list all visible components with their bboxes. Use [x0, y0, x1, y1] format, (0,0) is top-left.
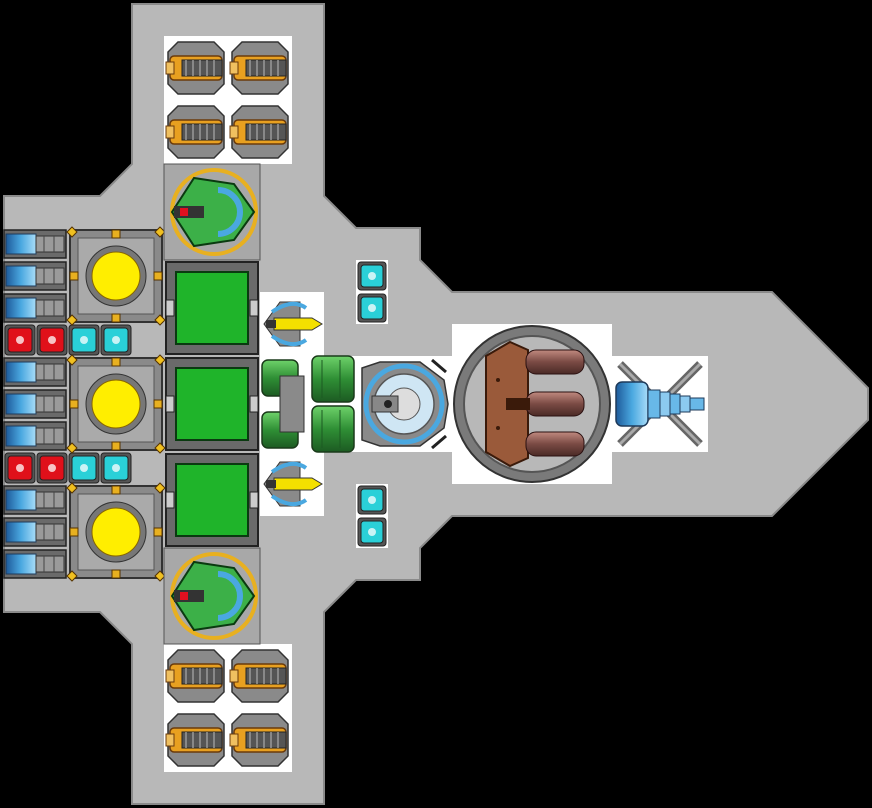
thruster-icon[interactable] [229, 41, 289, 95]
thruster-icon[interactable] [229, 713, 289, 767]
red-cell-icon[interactable] [36, 324, 68, 356]
capacitor-icon[interactable] [3, 389, 67, 419]
capacitor-icon[interactable] [3, 261, 67, 291]
shield-generator-icon[interactable] [163, 163, 261, 261]
cyan-cell-icon[interactable] [356, 516, 388, 548]
capacitor-icon[interactable] [3, 293, 67, 323]
cyan-cell-icon[interactable] [356, 260, 388, 292]
engine-module[interactable] [260, 355, 356, 453]
capacitor-icon[interactable] [3, 229, 67, 259]
cyan-cell-icon[interactable] [356, 484, 388, 516]
capacitor-icon[interactable] [3, 357, 67, 387]
capacitor-icon[interactable] [3, 549, 67, 579]
thruster-icon[interactable] [165, 105, 225, 159]
thruster-icon[interactable] [165, 41, 225, 95]
red-cell-icon[interactable] [4, 324, 36, 356]
red-cell-icon[interactable] [4, 452, 36, 484]
shield-generator-icon[interactable] [163, 547, 261, 645]
cyan-cell-icon[interactable] [68, 452, 100, 484]
drill-module[interactable] [612, 356, 708, 452]
capacitor-icon[interactable] [3, 517, 67, 547]
cyan-cell-icon[interactable] [68, 324, 100, 356]
capacitor-icon[interactable] [3, 421, 67, 451]
cyan-cell-icon[interactable] [356, 292, 388, 324]
reactor-icon[interactable] [66, 354, 166, 454]
missile-launcher-icon[interactable] [260, 452, 324, 516]
reactor-icon[interactable] [66, 226, 166, 326]
thruster-icon[interactable] [229, 649, 289, 703]
cyan-cell-icon[interactable] [100, 324, 132, 356]
red-cell-icon[interactable] [36, 452, 68, 484]
cannon-module[interactable] [452, 324, 612, 484]
turret-module[interactable] [356, 356, 452, 452]
battery-icon[interactable] [165, 453, 259, 547]
thruster-icon[interactable] [229, 105, 289, 159]
battery-icon[interactable] [165, 357, 259, 451]
cyan-cell-icon[interactable] [100, 452, 132, 484]
thruster-icon[interactable] [165, 649, 225, 703]
battery-icon[interactable] [165, 261, 259, 355]
capacitor-icon[interactable] [3, 485, 67, 515]
reactor-icon[interactable] [66, 482, 166, 582]
thruster-icon[interactable] [165, 713, 225, 767]
missile-launcher-icon[interactable] [260, 292, 324, 356]
